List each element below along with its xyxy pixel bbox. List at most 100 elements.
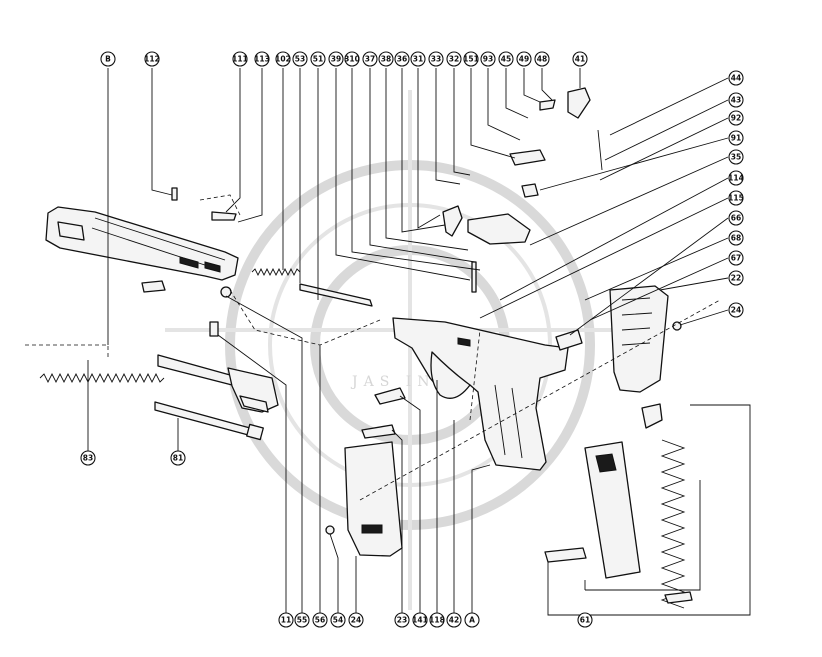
callout-111: 111: [232, 51, 248, 67]
mag-baseplate: [544, 547, 587, 563]
svg-text:31: 31: [413, 55, 423, 64]
svg-text:55: 55: [297, 616, 307, 625]
svg-text:11: 11: [281, 616, 291, 625]
svg-text:36: 36: [397, 55, 407, 64]
callout-93: 93: [480, 51, 496, 67]
svg-text:141: 141: [412, 616, 428, 625]
svg-text:91: 91: [731, 134, 741, 143]
small-pin: [171, 187, 178, 201]
callout-24-bottom: 24: [348, 612, 364, 628]
magazine-spring: [641, 403, 693, 609]
frame: [392, 317, 569, 471]
callout-66: 66: [728, 210, 744, 226]
recoil-spring: [39, 372, 165, 384]
callout-81: 81: [170, 450, 186, 466]
svg-text:56: 56: [315, 616, 325, 625]
guide-rod: [154, 401, 264, 441]
grip-screw: [325, 525, 335, 535]
callout-45: 45: [498, 51, 514, 67]
svg-text:51: 51: [313, 55, 323, 64]
svg-text:54: 54: [333, 616, 343, 625]
mag-catch: [555, 329, 583, 351]
callout-32: 32: [446, 51, 462, 67]
plunger: [209, 321, 219, 337]
washer: [220, 286, 232, 298]
grip-screw-right: [672, 321, 682, 331]
firing-pin: [251, 267, 373, 307]
callout-102: 102: [275, 51, 291, 67]
callout-49: 49: [516, 51, 532, 67]
callout-115: 115: [728, 190, 744, 206]
magazine: [544, 441, 641, 579]
callout-39: 39: [328, 51, 344, 67]
callout-310: 310: [344, 51, 360, 67]
svg-text:24: 24: [351, 616, 361, 625]
callout-B: B: [100, 51, 116, 67]
svg-text:66: 66: [731, 214, 741, 223]
svg-text:22: 22: [731, 274, 741, 283]
callouts-right: 44 43 92 91 35 114 115 66 68 67 22 24: [728, 70, 744, 318]
svg-text:43: 43: [731, 96, 741, 105]
small-plate: [521, 183, 539, 198]
callout-56: 56: [312, 612, 328, 628]
svg-text:102: 102: [275, 55, 291, 64]
pin: [597, 129, 603, 171]
callout-23: 23: [394, 612, 410, 628]
svg-text:81: 81: [173, 454, 183, 463]
svg-text:67: 67: [731, 254, 741, 263]
svg-text:83: 83: [83, 454, 93, 463]
svg-text:112: 112: [144, 55, 160, 64]
leader-lines: [87, 68, 751, 616]
svg-text:310: 310: [344, 55, 360, 64]
svg-text:39: 39: [331, 55, 341, 64]
callout-112: 112: [144, 51, 160, 67]
svg-text:113: 113: [254, 55, 270, 64]
callout-33: 33: [428, 51, 444, 67]
callout-48: 48: [534, 51, 550, 67]
callout-24-right: 24: [728, 302, 744, 318]
spring-pin: [471, 261, 477, 293]
svg-text:151: 151: [463, 55, 479, 64]
right-grip-panel: [609, 285, 669, 393]
callout-36: 36: [394, 51, 410, 67]
svg-text:44: 44: [731, 74, 741, 83]
svg-text:45: 45: [501, 55, 511, 64]
svg-text:49: 49: [519, 55, 529, 64]
callout-55: 55: [294, 612, 310, 628]
extractor: [141, 280, 166, 293]
safety-lever: [567, 87, 591, 119]
svg-text:A: A: [469, 616, 475, 625]
callout-151: 151: [463, 51, 479, 67]
callout-92: 92: [728, 110, 744, 126]
svg-text:24: 24: [731, 306, 741, 315]
slide-stop: [374, 387, 406, 405]
callout-118: 118: [429, 612, 445, 628]
svg-text:B: B: [105, 55, 111, 64]
callout-83: 83: [80, 450, 96, 466]
callout-43: 43: [728, 92, 744, 108]
svg-text:53: 53: [295, 55, 305, 64]
callout-53: 53: [292, 51, 308, 67]
callout-A: A: [464, 612, 480, 628]
svg-text:61: 61: [580, 616, 590, 625]
callout-114: 114: [728, 170, 744, 186]
svg-text:111: 111: [232, 55, 248, 64]
svg-text:118: 118: [429, 616, 445, 625]
callout-54: 54: [330, 612, 346, 628]
callout-41: 41: [572, 51, 588, 67]
callout-22: 22: [728, 270, 744, 286]
firing-pin-stop: [211, 211, 237, 221]
callout-61: 61: [577, 612, 593, 628]
svg-text:42: 42: [449, 616, 459, 625]
svg-text:68: 68: [731, 234, 741, 243]
callout-35: 35: [728, 149, 744, 165]
callout-38: 38: [378, 51, 394, 67]
callout-113: 113: [254, 51, 270, 67]
svg-text:115: 115: [728, 194, 744, 203]
svg-text:93: 93: [483, 55, 493, 64]
svg-text:92: 92: [731, 114, 741, 123]
callout-44: 44: [728, 70, 744, 86]
callout-67: 67: [728, 250, 744, 266]
callouts-top: B 112 111 113 102 53 51 39 310 37 38 36 …: [100, 51, 588, 67]
